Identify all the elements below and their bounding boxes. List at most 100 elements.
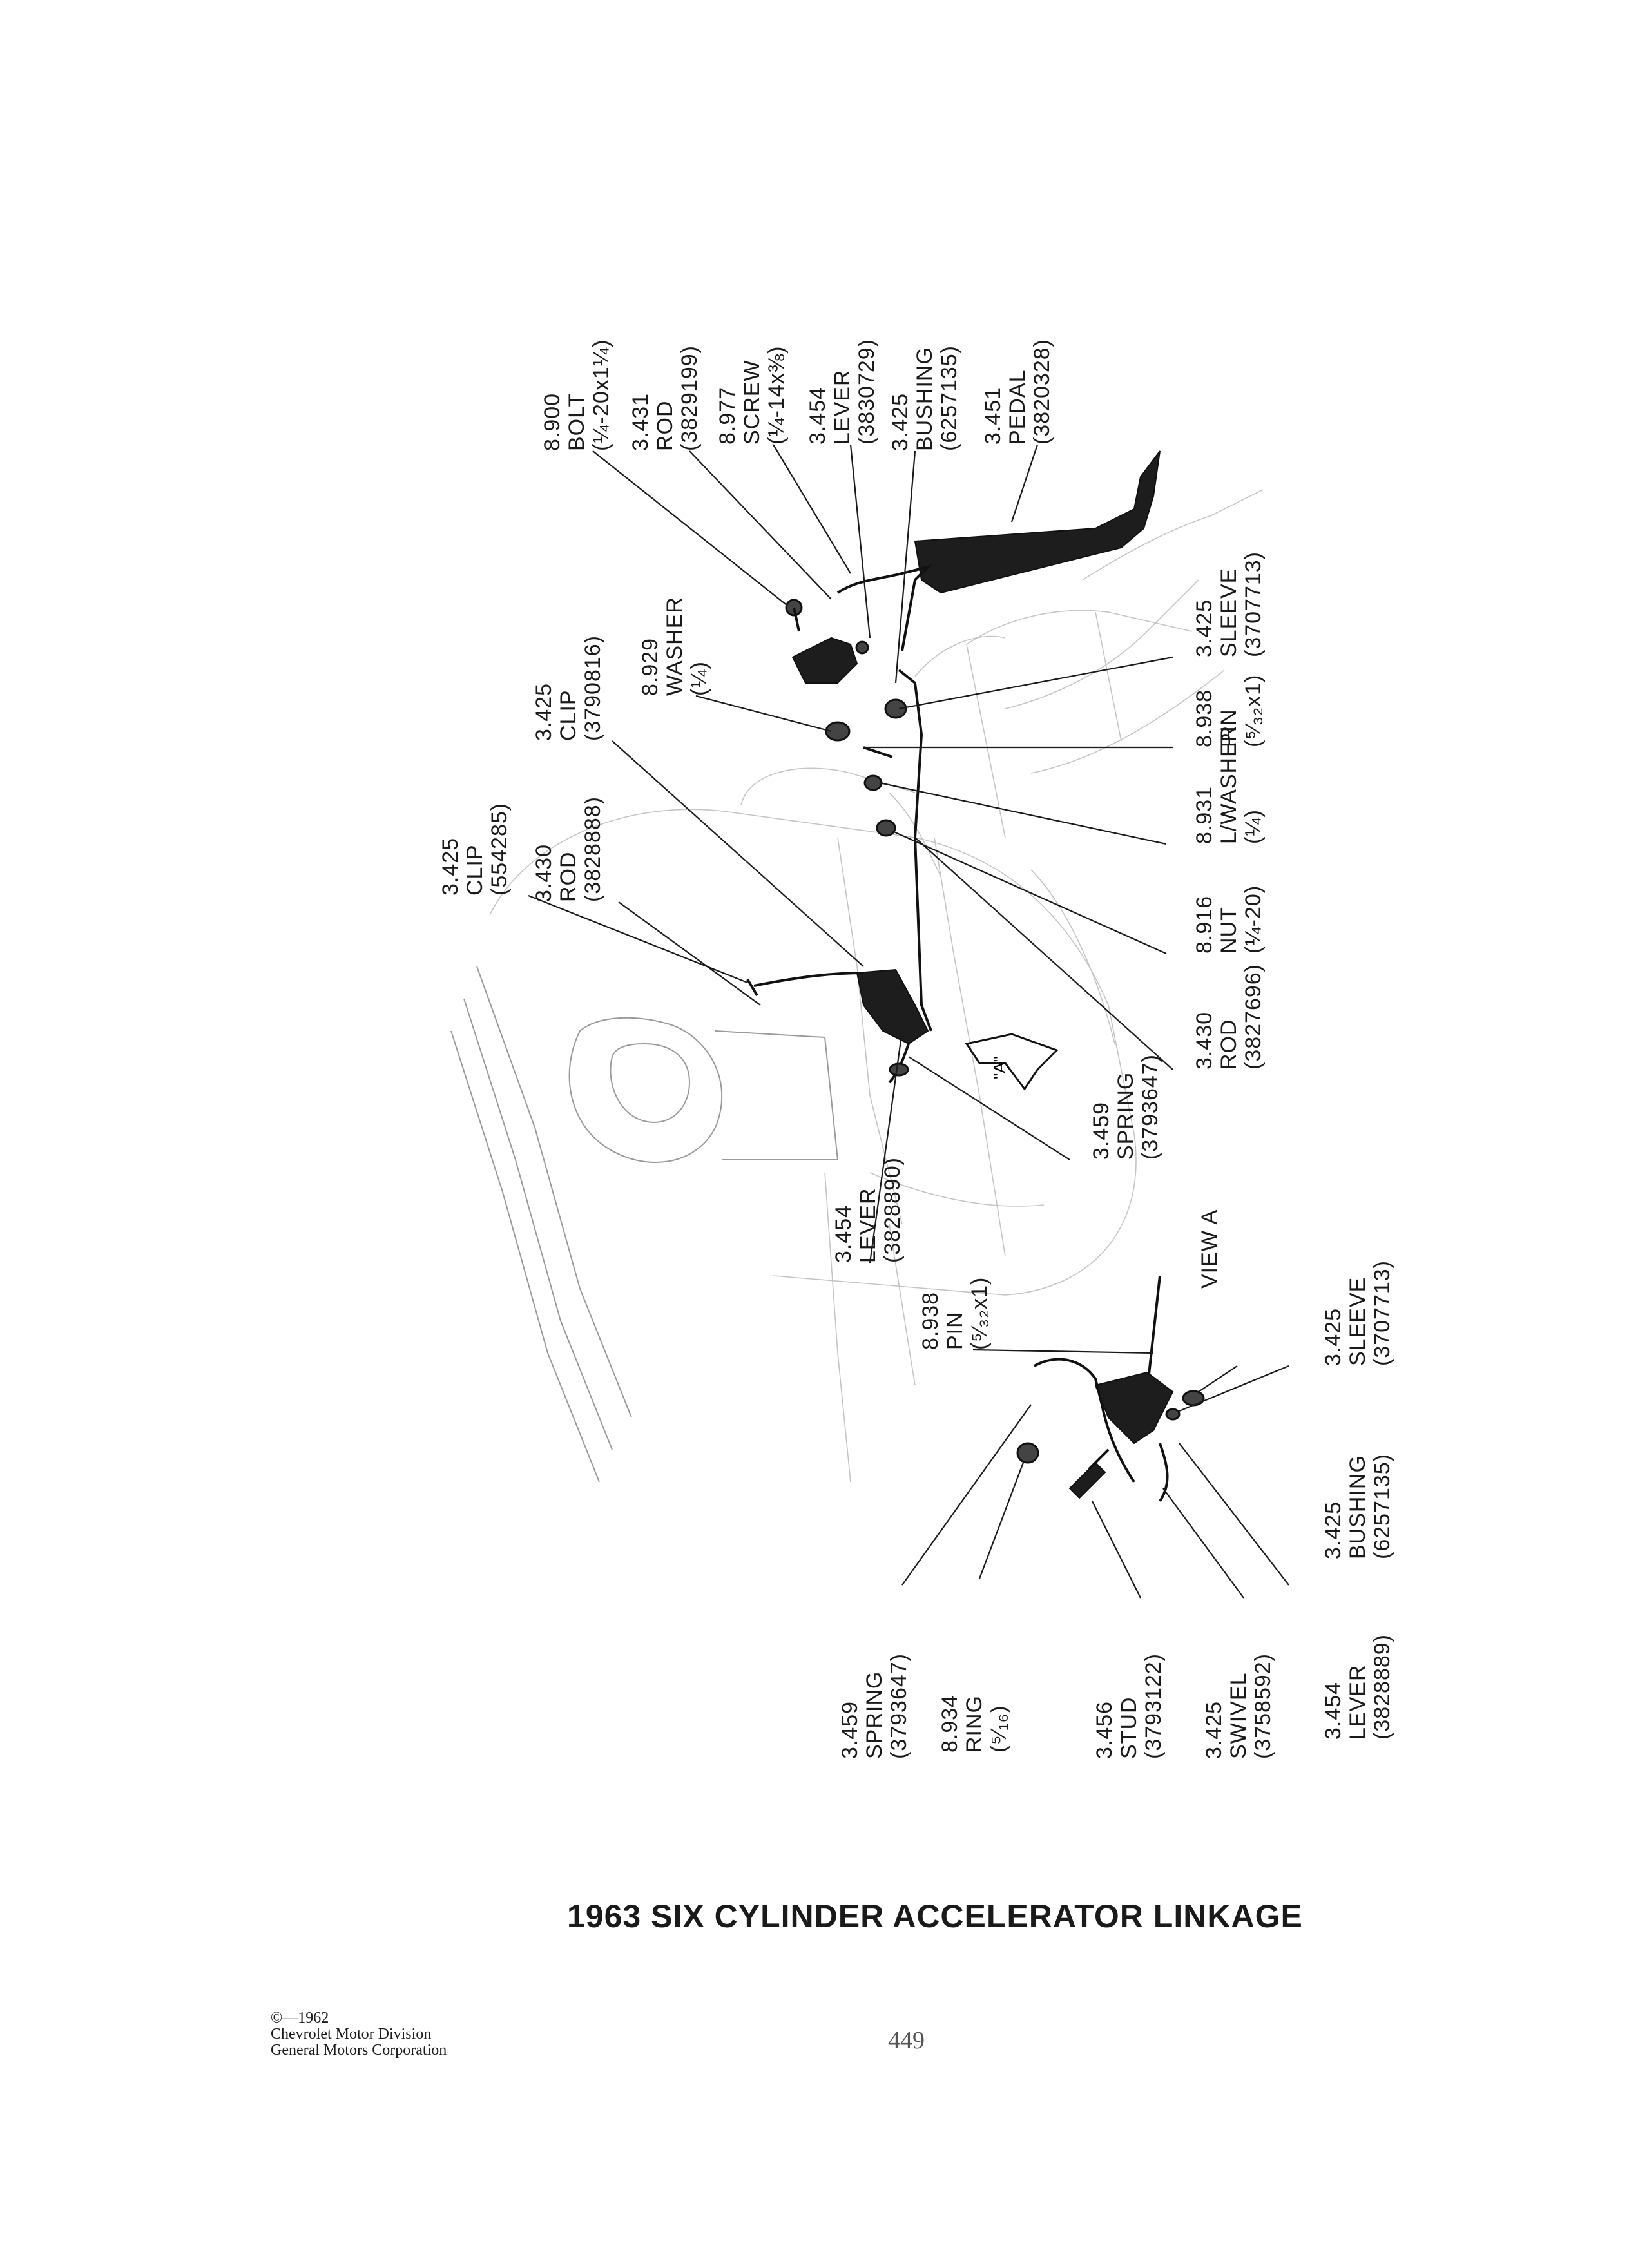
callout-line: 3.430 xyxy=(532,844,556,902)
view-a-swivel xyxy=(1159,1443,1169,1503)
callout-line: SPRING xyxy=(1113,1072,1138,1160)
view-a-sleeve xyxy=(1182,1390,1205,1407)
callout-line: (3793122) xyxy=(1141,1653,1166,1759)
callout-line: SWIVEL xyxy=(1226,1673,1251,1759)
callout-line: 3.459 xyxy=(1089,1102,1113,1160)
callout-line: 3.456 xyxy=(1092,1701,1117,1759)
callout-line: SCREW xyxy=(740,360,764,445)
callout-line: ROD xyxy=(556,851,581,902)
pedal-rod-3431 xyxy=(836,564,932,651)
callout-line: LEVER xyxy=(856,1188,880,1264)
callout-line: 3.425 xyxy=(1321,1308,1345,1366)
lwasher-part xyxy=(863,774,883,791)
callout-line: BUSHING xyxy=(1345,1455,1370,1559)
callout-line: CLIP xyxy=(463,844,487,896)
engine-sketch xyxy=(450,489,1264,1483)
callout-line: 3.454 xyxy=(805,387,830,445)
throttle-rod-3827696 xyxy=(898,669,932,1032)
callout-line: 3.425 xyxy=(532,683,556,741)
callout-line: 3.425 xyxy=(1202,1701,1226,1759)
callout-line: (3793647) xyxy=(887,1653,911,1759)
callout-line: BOLT xyxy=(564,393,589,451)
callout-line: 8.938 xyxy=(918,1292,943,1350)
callout-line: PIN xyxy=(1217,709,1241,747)
callout-line: LEVER xyxy=(830,370,854,445)
upper-lever-3454 xyxy=(791,637,858,684)
callout-line: 3.430 xyxy=(1192,1012,1217,1070)
screw-8977-head xyxy=(855,640,869,655)
view-a-spring xyxy=(1034,1358,1135,1483)
callout-line: ROD xyxy=(1217,1019,1241,1070)
leader-lines xyxy=(528,444,1289,1599)
page-title: 1963 SIX CYLINDER ACCELERATOR LINKAGE xyxy=(567,1898,1303,1934)
accelerator-pedal xyxy=(914,450,1161,594)
callout-line: (554285) xyxy=(487,803,512,896)
callout-view-a: VIEW A xyxy=(1197,1209,1222,1289)
callout-line: LEVER xyxy=(1345,1665,1370,1740)
callout-line: (¼) xyxy=(1241,809,1266,844)
callout-line: (3707713) xyxy=(1241,552,1266,657)
copyright-line: ©—1962 xyxy=(271,2010,329,2026)
callout-line: 3.459 xyxy=(838,1701,862,1759)
view-a-marker-label: "A" xyxy=(990,1056,1009,1079)
callout-line: WASHER xyxy=(662,597,687,696)
callout-line: (¼-14x⅜) xyxy=(764,346,789,445)
callout-line: (3793647) xyxy=(1138,1054,1162,1160)
callout-line: ROD xyxy=(653,400,677,451)
callout-line: 3.454 xyxy=(1321,1682,1345,1740)
callout-line: 3.425 xyxy=(438,838,463,896)
carb-lever-assembly xyxy=(856,968,929,1045)
callout-line: (3829199) xyxy=(677,345,702,451)
copyright-block: ©—1962 Chevrolet Motor Division General … xyxy=(271,2010,447,2059)
callout-line: (3827696) xyxy=(1241,964,1266,1070)
callout-line: 8.931 xyxy=(1192,786,1217,844)
washer-8929-part xyxy=(825,721,851,742)
callout-line: 8.934 xyxy=(938,1695,962,1753)
view-a-stud xyxy=(1068,1461,1106,1499)
callout-line: BUSHING xyxy=(912,347,937,451)
callout-line: SLEEVE xyxy=(1217,568,1241,657)
callout-line: (⁵⁄₃₂x1) xyxy=(967,1277,992,1350)
sleeve-part xyxy=(884,698,907,719)
callout-line: (3830729) xyxy=(854,339,879,445)
callout-line: (⁵⁄₁₆) xyxy=(987,1705,1011,1753)
page-number: 449 xyxy=(888,2027,925,2054)
callout-line: 3.431 xyxy=(628,393,653,451)
callout-line: STUD xyxy=(1117,1696,1141,1759)
callout-line: (3828889) xyxy=(1370,1634,1394,1740)
nut-part xyxy=(876,819,896,837)
callout-line: L/WASHER xyxy=(1217,726,1241,844)
callout-line: 3.425 xyxy=(888,393,912,451)
callout-line: 8.900 xyxy=(540,393,564,451)
callout-line: CLIP xyxy=(556,689,581,741)
callout-line: 3.451 xyxy=(981,387,1005,445)
callout-line: PIN xyxy=(943,1311,967,1350)
callout-line: SPRING xyxy=(862,1671,887,1759)
copyright-line: General Motors Corporation xyxy=(271,2042,447,2059)
callout-line: PEDAL xyxy=(1005,370,1030,445)
view-a-lever xyxy=(1094,1371,1174,1445)
callout-line: 3.425 xyxy=(1192,599,1217,657)
callout-line: RING xyxy=(962,1695,987,1753)
callout-line: (3828888) xyxy=(581,796,605,902)
callout-line: 8.916 xyxy=(1192,896,1217,954)
